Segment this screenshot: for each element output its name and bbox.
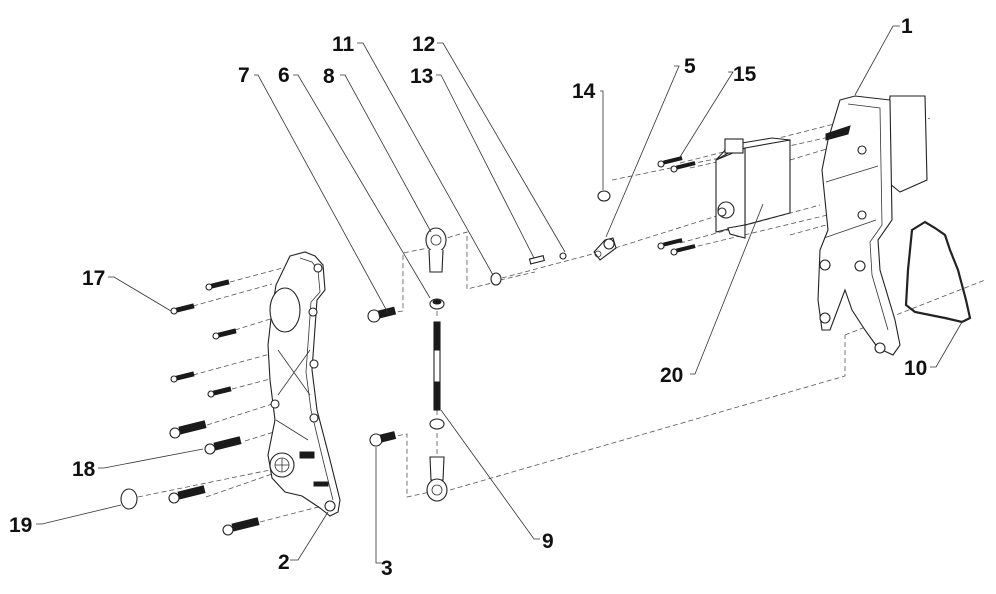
socket-screw-icon (169, 420, 207, 439)
screw-icon (657, 238, 683, 250)
part-13-pin (528, 255, 545, 265)
screws-18 (168, 420, 260, 536)
screw-icon (657, 156, 683, 168)
part-1-housing (817, 95, 928, 356)
callout-13: 13 (410, 65, 433, 88)
callout-15: 15 (733, 63, 757, 86)
part-9-threaded-rod (433, 321, 441, 411)
callout-19: 19 (9, 514, 32, 537)
rod-assembly (367, 227, 448, 502)
callout-5: 5 (684, 55, 696, 78)
callout-17: 17 (82, 267, 105, 290)
part-3-screw (369, 431, 397, 447)
part-8-rod-end (425, 227, 447, 273)
leader-lines (36, 25, 963, 564)
socket-screw-icon (168, 485, 206, 504)
screw-icon (212, 328, 237, 340)
callout-10: 10 (904, 357, 927, 380)
callout-8: 8 (323, 65, 335, 88)
screw-icon (170, 303, 195, 315)
part-19-washer (120, 488, 138, 510)
part-10-gasket (904, 220, 972, 324)
screw-icon (670, 244, 696, 256)
part-20-servo (715, 137, 791, 239)
callout-11: 11 (332, 33, 355, 56)
lower-rod-end (426, 456, 448, 502)
part-6-nut (429, 298, 445, 310)
callout-9: 9 (542, 530, 554, 553)
callout-12: 12 (412, 33, 435, 56)
socket-screw-icon (222, 517, 260, 536)
socket-screw-icon (204, 436, 242, 455)
part-12-nut (559, 252, 567, 260)
callout-18: 18 (72, 458, 96, 481)
screw-icon (207, 386, 232, 398)
screw-icon (670, 161, 696, 173)
callout-3: 3 (381, 557, 393, 580)
callout-7: 7 (238, 64, 250, 87)
part-5-lever (593, 237, 617, 261)
part-11-washer (490, 272, 502, 286)
screw-icon (205, 279, 230, 291)
callout-20: 20 (660, 364, 683, 387)
part-2-left-cover (267, 251, 341, 517)
screws-17 (170, 279, 237, 398)
part-7-screw (367, 306, 397, 323)
callout-6: 6 (278, 64, 290, 87)
lower-nut (429, 418, 445, 430)
callout-labels: 1 2 3 5 6 7 8 9 10 11 12 13 14 15 17 18 … (9, 15, 927, 580)
screws-15 (657, 156, 696, 256)
callout-1: 1 (901, 15, 913, 38)
callout-14: 14 (572, 80, 596, 103)
screw-icon (170, 371, 195, 383)
part-14-washer (597, 190, 611, 202)
callout-2: 2 (278, 551, 290, 574)
